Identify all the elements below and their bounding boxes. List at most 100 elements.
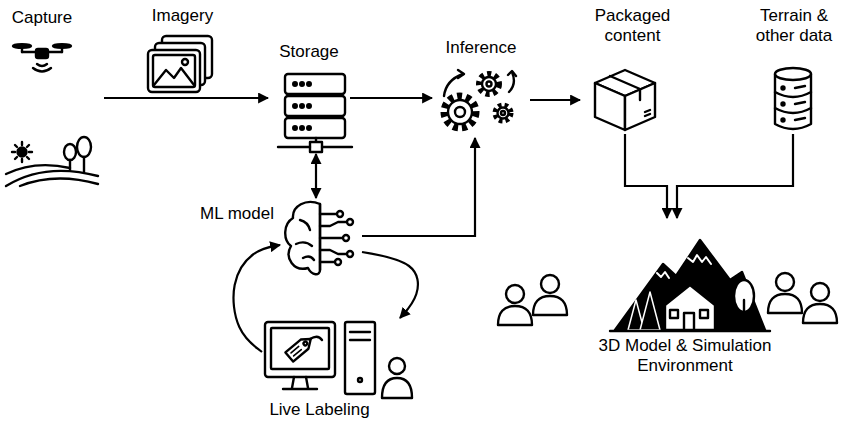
brain-icon-part [320,261,334,263]
connector-arrow [104,97,268,99]
node-label: Packaged content [580,6,685,47]
database-icon-part [775,68,811,80]
connector-arrow [677,134,793,218]
workstation-icon-part [382,378,412,398]
landscape-icon-part [77,137,91,157]
landscape-icon-part [18,148,27,157]
scene-icon-part [640,292,660,330]
database-icon-part [775,108,811,113]
people-icon-part [533,275,567,315]
package-node: Packaged content [580,6,685,134]
scene-icon-part [688,255,711,264]
node-label: Storage [268,42,350,62]
scene-icon-part [610,330,770,332]
scene-icon-part [615,240,765,330]
data-node: Terrain & other data [740,6,848,134]
connector-arrow [315,154,317,198]
gears-icon-part [448,100,472,124]
gears-icon-part [508,71,516,76]
inference-node: Inference [432,38,530,138]
brain-icon-part [335,259,341,265]
brain-icon-part [303,256,314,260]
workstation-icon-part [358,378,362,382]
scene-icon [610,240,770,331]
gears-icon-part [498,108,509,119]
server-icon-part [300,104,304,108]
workstation-icon-part-part [294,350,302,356]
server-icon-part [285,96,345,116]
server-icon-part [278,146,310,148]
landscape-icon-part [15,145,17,147]
server-icon-part [310,142,322,152]
node-label: 3D Model & Simulation Environment [565,336,805,377]
brain-icon-part [320,213,336,215]
landscape-icon [6,137,98,186]
drone-icon-part [36,49,48,58]
workstation-icon-part [292,377,308,388]
workstation-icon-part [310,337,322,340]
node-label: ML model [182,204,274,224]
people-icon-part [803,283,837,323]
database-icon-part [775,74,811,129]
imagery-icon [148,36,212,92]
gears-icon-part [487,82,492,87]
database-icon [775,68,811,129]
database-icon-part [782,103,785,106]
server-icon-part [307,104,311,108]
connector-arrow [362,138,475,236]
scene-icon-part [743,300,745,330]
server-icon-part [285,118,345,138]
brain-icon-part [300,220,310,230]
landscape-icon-part [27,145,29,147]
gears-icon-part [479,74,499,94]
gears-icon-part [455,107,465,117]
gears-icon-part [495,105,511,121]
connector-arrow [350,97,432,99]
landscape-icon-part [29,151,32,153]
workstation-icon-part [345,322,375,394]
workstation-icon-part [271,328,329,369]
workstation-icon-part [265,322,335,377]
brain-icon-part [347,251,353,257]
imagery-icon-part [182,59,188,65]
drone-icon-part [53,44,71,48]
server-icon-part [322,146,352,148]
database-icon-part [795,86,805,88]
node-label: Capture [4,8,80,28]
server-icon-part [300,82,304,86]
node-label: Terrain & other data [740,6,848,47]
gears-icon-part [444,96,476,128]
landscape-icon-part [64,144,76,160]
drone-icon-part [13,44,31,48]
storage-node: Storage [268,42,350,154]
scene-icon-part [657,272,669,278]
people-icon-part [498,285,532,325]
brain-icon-part [343,235,349,241]
gears-icon-part [509,72,514,92]
box-icon [595,70,655,130]
database-icon-part [782,87,785,90]
scene-icon-part [684,313,694,330]
workstation-icon-part [350,339,370,341]
scene-icon-part [665,285,715,330]
brain-icon-part [285,202,320,274]
gears-icon-part [482,77,496,91]
gears-icon-part [501,111,505,115]
drone-icon [13,44,71,71]
imagery-icon-part [153,55,195,87]
landscape-icon-part [15,157,17,159]
imagery-icon-part [148,50,200,92]
connector-arrow [362,252,418,318]
workstation-icon [265,322,412,398]
box-icon-part [610,76,640,100]
gears-icon-part [458,70,464,78]
brain-icon-part [320,222,346,226]
landscape-icon-part [12,151,15,153]
environment-node: 3D Model & Simulation Environment [490,218,850,388]
connector-arrow [233,245,280,352]
node-label: Imagery [140,6,225,26]
workstation-icon-part [389,358,405,374]
server-icon-part [293,126,297,130]
